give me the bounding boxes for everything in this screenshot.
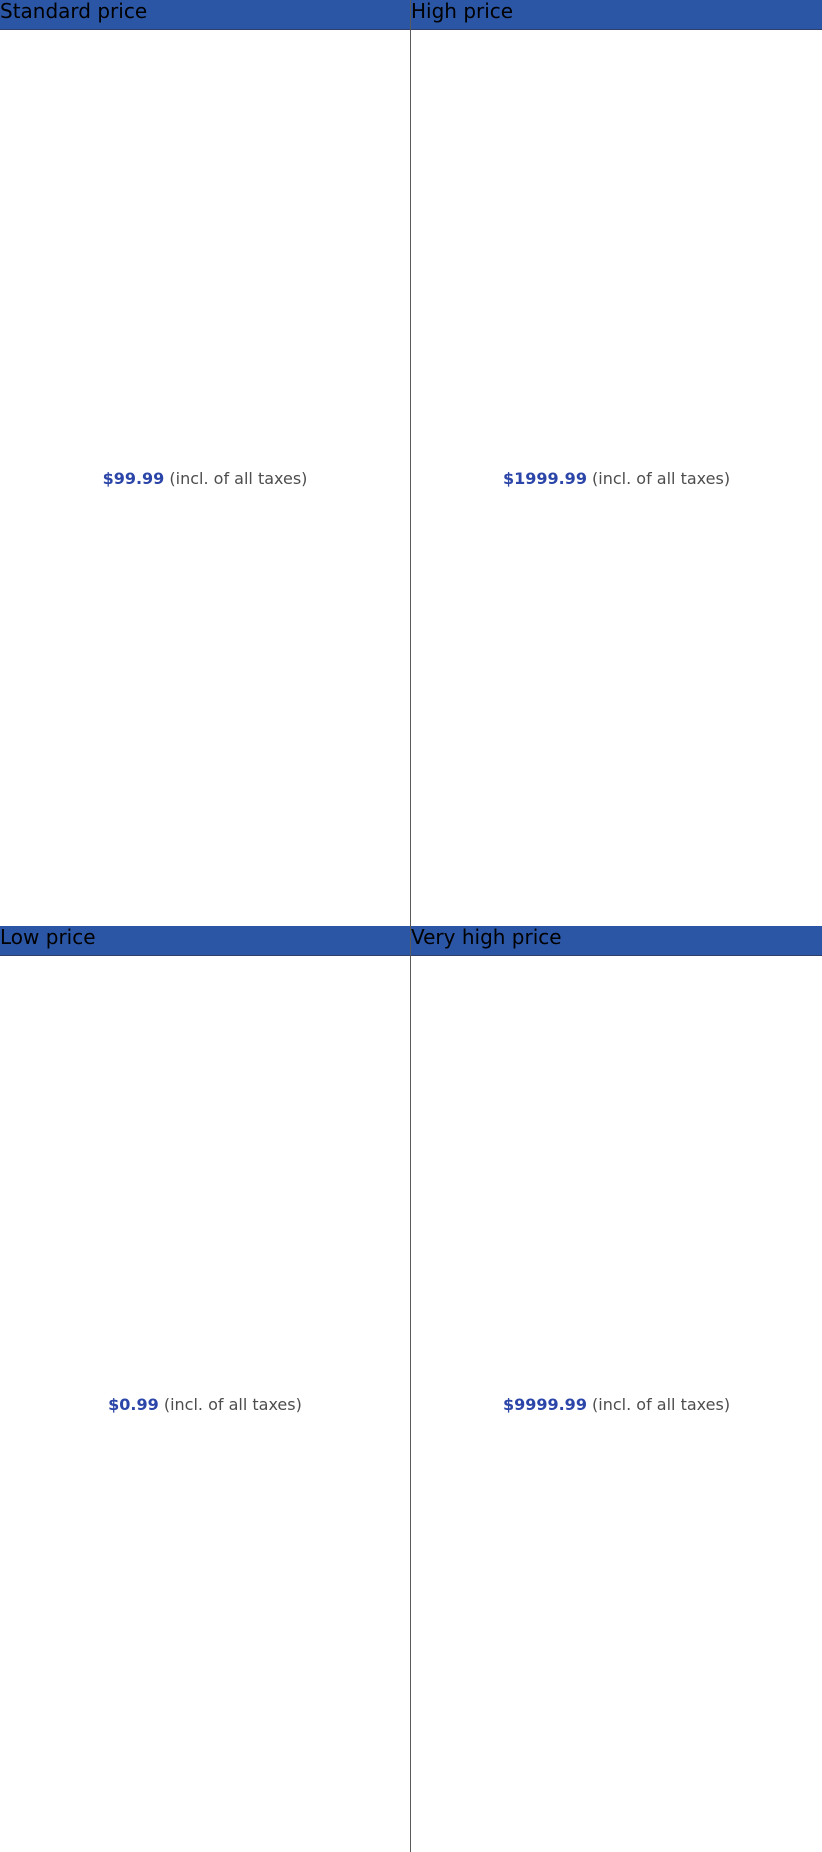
price-amount: $0.99 <box>108 1395 159 1414</box>
tax-note: (incl. of all taxes) <box>169 469 308 488</box>
tax-note: (incl. of all taxes) <box>592 469 731 488</box>
tax-note: (incl. of all taxes) <box>592 1395 731 1414</box>
price-card-low: Low price $0.99 (incl. of all taxes) <box>0 926 411 1852</box>
price-card-high: High price $1999.99 (incl. of all taxes) <box>411 0 822 926</box>
price-display: $9999.99 (incl. of all taxes) <box>411 1394 822 1416</box>
card-title: Low price <box>0 926 96 949</box>
price-amount: $9999.99 <box>502 1395 587 1414</box>
price-display: $0.99 (incl. of all taxes) <box>0 1394 410 1416</box>
price-card-very-high: Very high price $9999.99 (incl. of all t… <box>411 926 822 1852</box>
price-amount: $99.99 <box>102 469 165 488</box>
card-title: Standard price <box>0 0 148 23</box>
price-amount: $1999.99 <box>502 469 587 488</box>
tax-note: (incl. of all taxes) <box>163 1395 302 1414</box>
card-title: High price <box>411 0 514 23</box>
card-header: Standard price <box>0 0 410 30</box>
card-header: Low price <box>0 926 410 956</box>
card-header: Very high price <box>411 926 822 956</box>
card-header: High price <box>411 0 822 30</box>
card-title: Very high price <box>411 926 562 949</box>
price-display: $1999.99 (incl. of all taxes) <box>411 468 822 490</box>
price-display: $99.99 (incl. of all taxes) <box>0 468 410 490</box>
price-card-standard: Standard price $99.99 (incl. of all taxe… <box>0 0 411 926</box>
